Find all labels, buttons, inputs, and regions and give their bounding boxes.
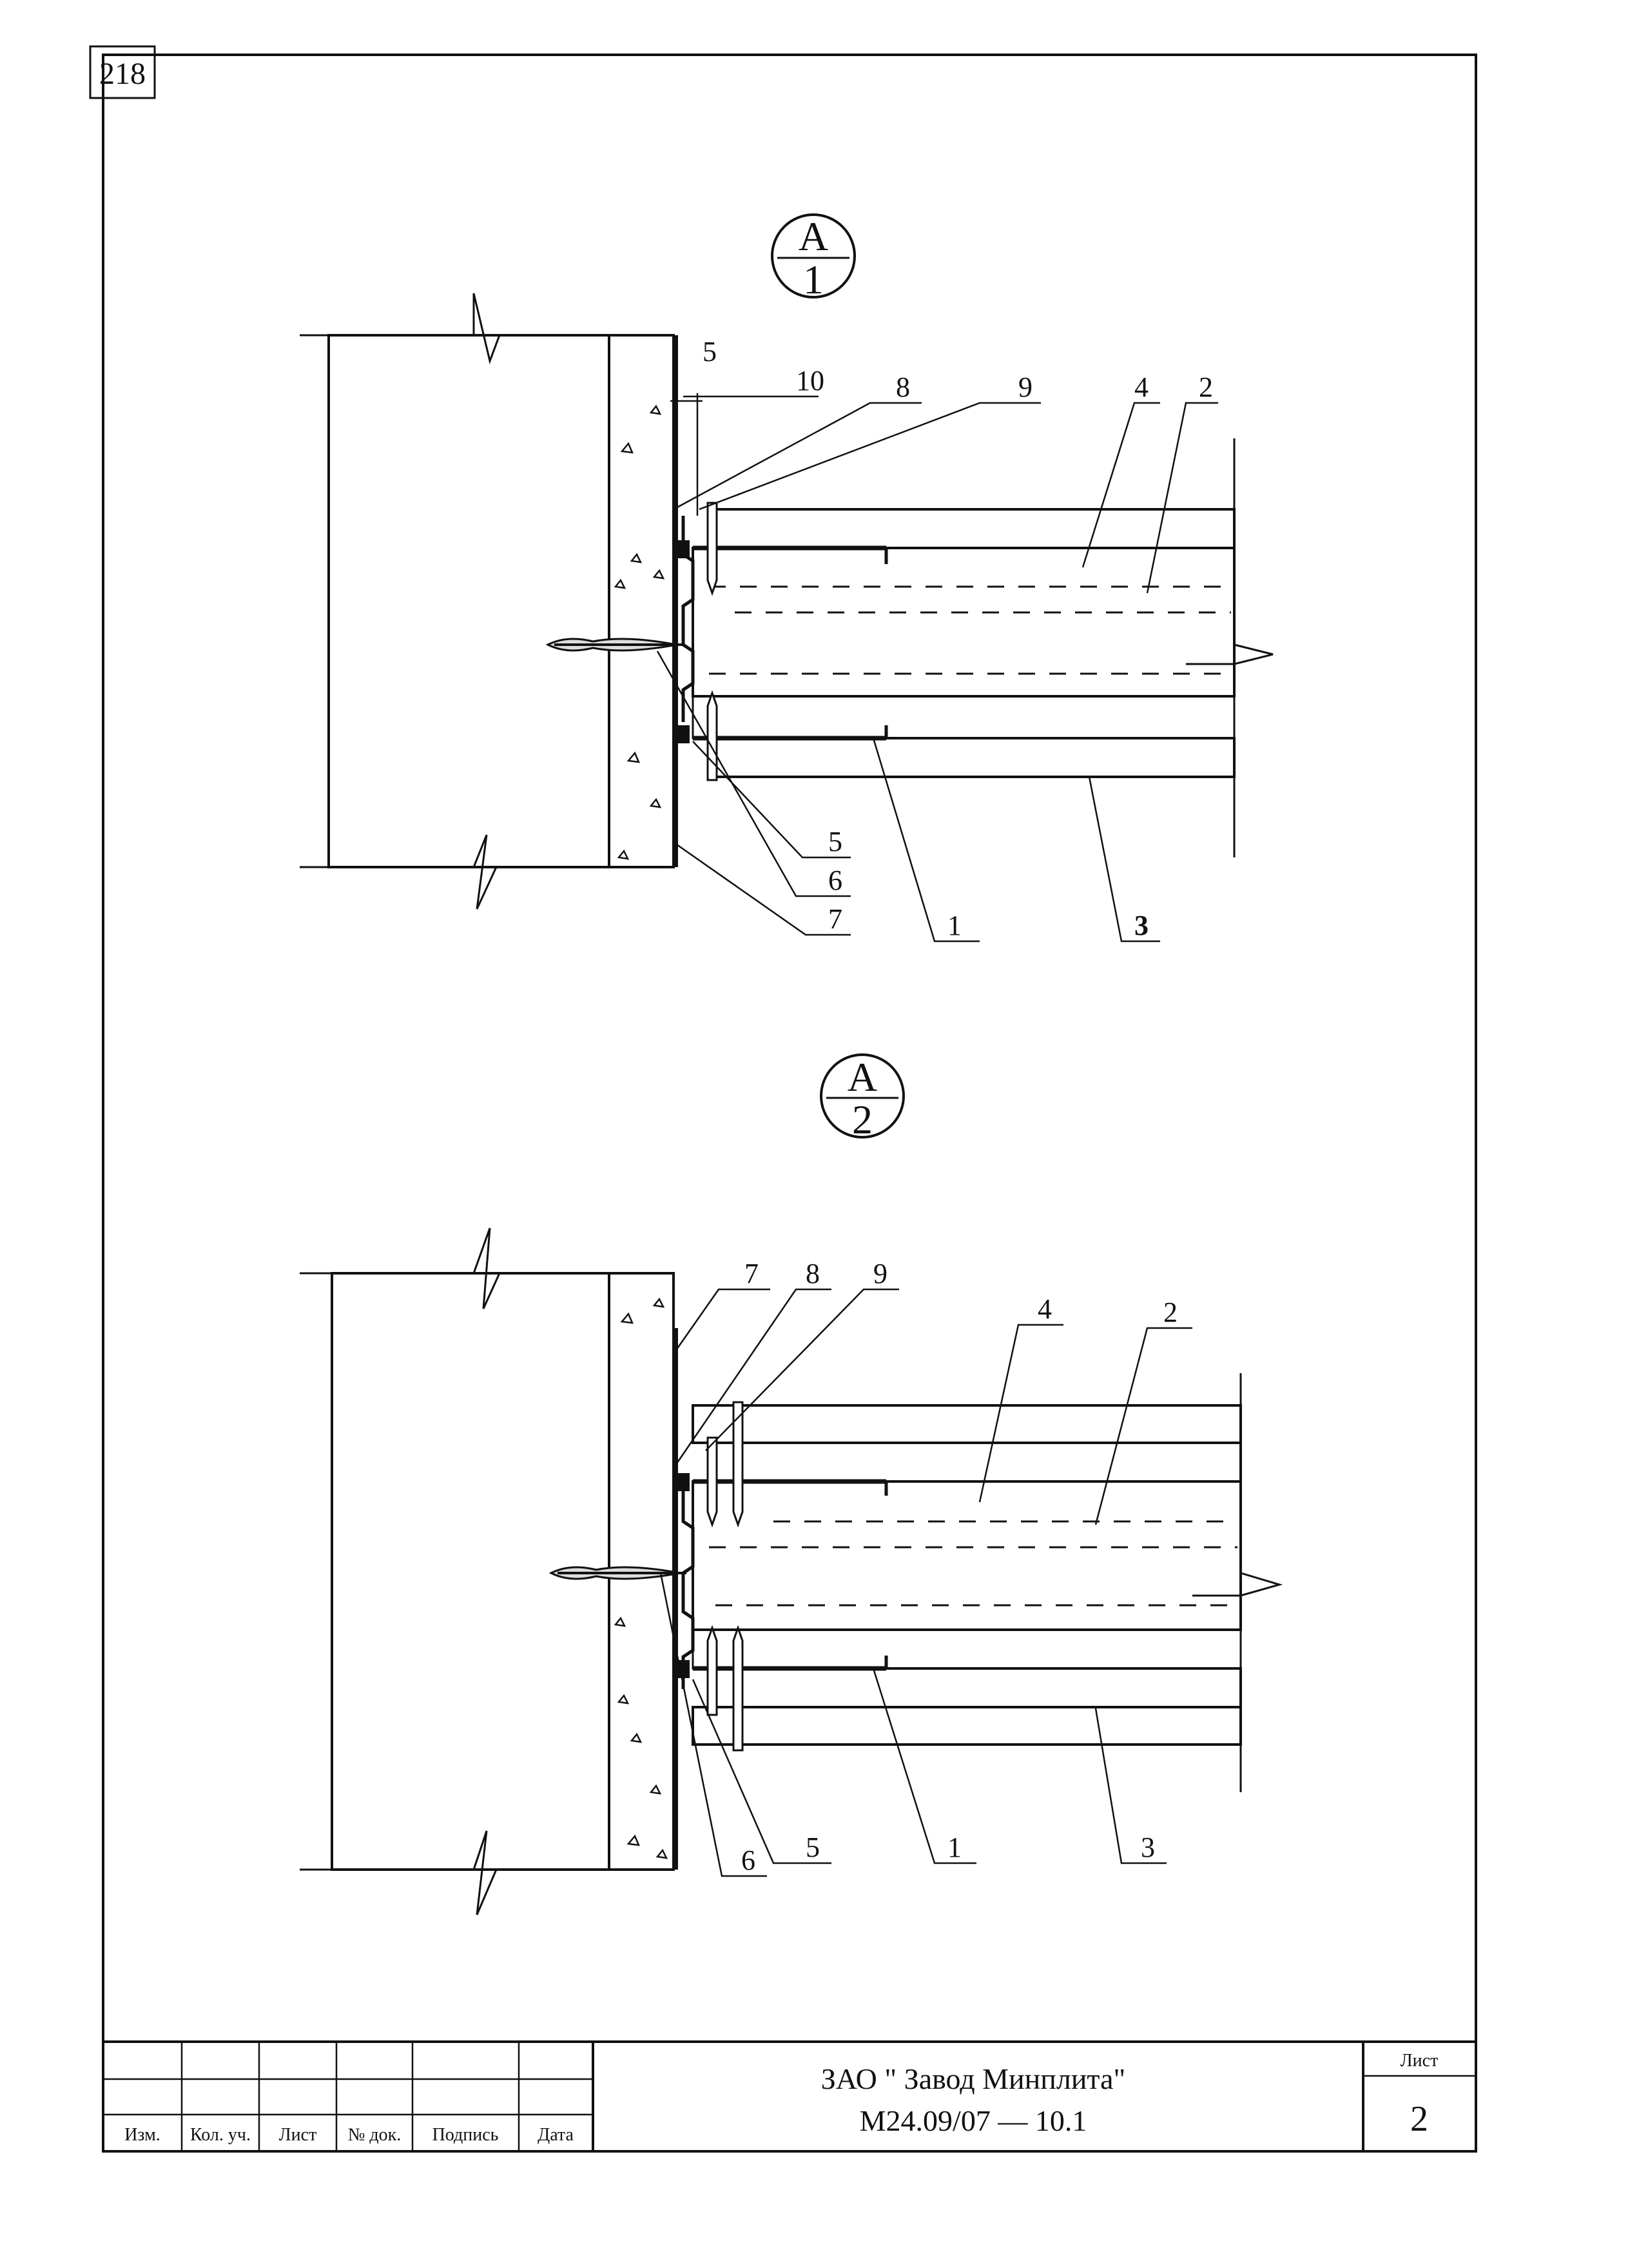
panel-skin-bottom-inner: [711, 1667, 1242, 1708]
break-line-top: [300, 293, 674, 365]
self-tapping-screws: [706, 502, 718, 781]
plaster-layer: [608, 334, 675, 868]
break-line-top-2: [300, 1227, 674, 1309]
detail-a2-marker: А 2: [820, 1053, 905, 1142]
tb-col-data: Дата: [538, 2125, 574, 2145]
detail-a1-mark-top: А: [799, 213, 828, 259]
callout-a2-5: 5: [806, 1832, 820, 1863]
detail-a2-mark-top: А: [848, 1054, 877, 1100]
callout-a1-7: 7: [828, 903, 842, 935]
detail-a1-marker: А 1: [771, 213, 856, 302]
callout-a2-4: 4: [1038, 1293, 1052, 1325]
callout-a2-6: 6: [741, 1844, 755, 1876]
callout-a1-10: 10: [796, 365, 824, 396]
sealant-top-2: [675, 1473, 690, 1491]
detail-a2: А 2: [300, 1053, 1283, 1915]
panel-skin-top: [711, 508, 1236, 549]
sealant-bottom-2: [675, 1660, 690, 1678]
callout-a1-8: 8: [896, 371, 910, 403]
panel-gap: [692, 695, 1236, 739]
callout-a1-5-top: 5: [703, 336, 717, 367]
panel-gap-2: [692, 1628, 1242, 1670]
sealant-bottom: [675, 725, 690, 743]
panel-break-2: [1192, 1572, 1283, 1597]
aggregate-marks-2: [614, 1297, 668, 1859]
detail-a2-mark-bottom: 2: [852, 1097, 873, 1142]
callout-a2-8: 8: [806, 1258, 820, 1289]
detail-a1-mark-bottom: 1: [803, 257, 824, 302]
tb-col-no-dok: № док.: [348, 2125, 402, 2145]
break-line-bottom: [300, 834, 674, 910]
core-dashes: [709, 585, 1231, 675]
callout-a2-9: 9: [873, 1258, 887, 1289]
panel-break: [1186, 643, 1274, 665]
title-block: Изм. Кол. уч. Лист № док. Подпись Дата З…: [102, 2040, 1477, 2153]
detail-a1: А 1: [300, 213, 1274, 943]
insulation-core-2: [692, 1480, 1242, 1631]
anchor-dowel-2: [548, 1566, 686, 1580]
callout-a1-5-bottom: 5: [828, 826, 842, 857]
break-line-bottom-2: [300, 1830, 674, 1915]
sheet-frame: [102, 54, 1477, 2153]
callout-a1-1: 1: [947, 910, 962, 941]
callout-a2-3: 3: [1141, 1832, 1155, 1863]
detail-a1-callouts: [656, 393, 1218, 943]
callout-a1-4: 4: [1134, 371, 1149, 403]
tb-document-code: М24.09/07 — 10.1: [860, 2104, 1087, 2137]
tb-col-list: Лист: [279, 2125, 317, 2145]
panel-skin-bottom-outer: [692, 1706, 1242, 1746]
tb-organization: ЗАО " Завод Минплита": [821, 2062, 1126, 2095]
tb-col-izm: Изм.: [124, 2125, 160, 2145]
callout-a1-9: 9: [1018, 371, 1033, 403]
panel-skin-bottom: [711, 737, 1236, 778]
tb-sheet-number: 2: [1410, 2099, 1428, 2139]
tb-sheet-label: Лист: [1401, 2051, 1439, 2071]
detail-a2-callouts: [659, 1288, 1192, 1877]
callout-a2-1: 1: [947, 1832, 962, 1863]
tb-col-kol-uch: Кол. уч.: [190, 2125, 251, 2145]
anchor-dowel: [545, 638, 683, 652]
tb-col-podpis: Подпись: [432, 2125, 499, 2145]
aggregate-marks: [614, 404, 665, 860]
callout-a2-7: 7: [744, 1258, 759, 1289]
panel-skin-top-outer: [692, 1404, 1242, 1444]
core-dashes-2: [709, 1520, 1237, 1607]
self-tapping-screws-2: [706, 1401, 744, 1752]
corrugated-profile-2: [681, 1483, 695, 1689]
callout-a1-2: 2: [1199, 371, 1213, 403]
page-number: 218: [99, 57, 146, 91]
sealant-top: [675, 540, 690, 558]
page-number-box: [89, 45, 156, 99]
masonry-wall: [327, 334, 610, 868]
panel-skin-top-inner: [711, 1442, 1242, 1483]
callout-a2-2: 2: [1163, 1296, 1178, 1328]
callout-a1-3: 3: [1134, 910, 1149, 941]
callout-a1-6: 6: [828, 865, 842, 896]
